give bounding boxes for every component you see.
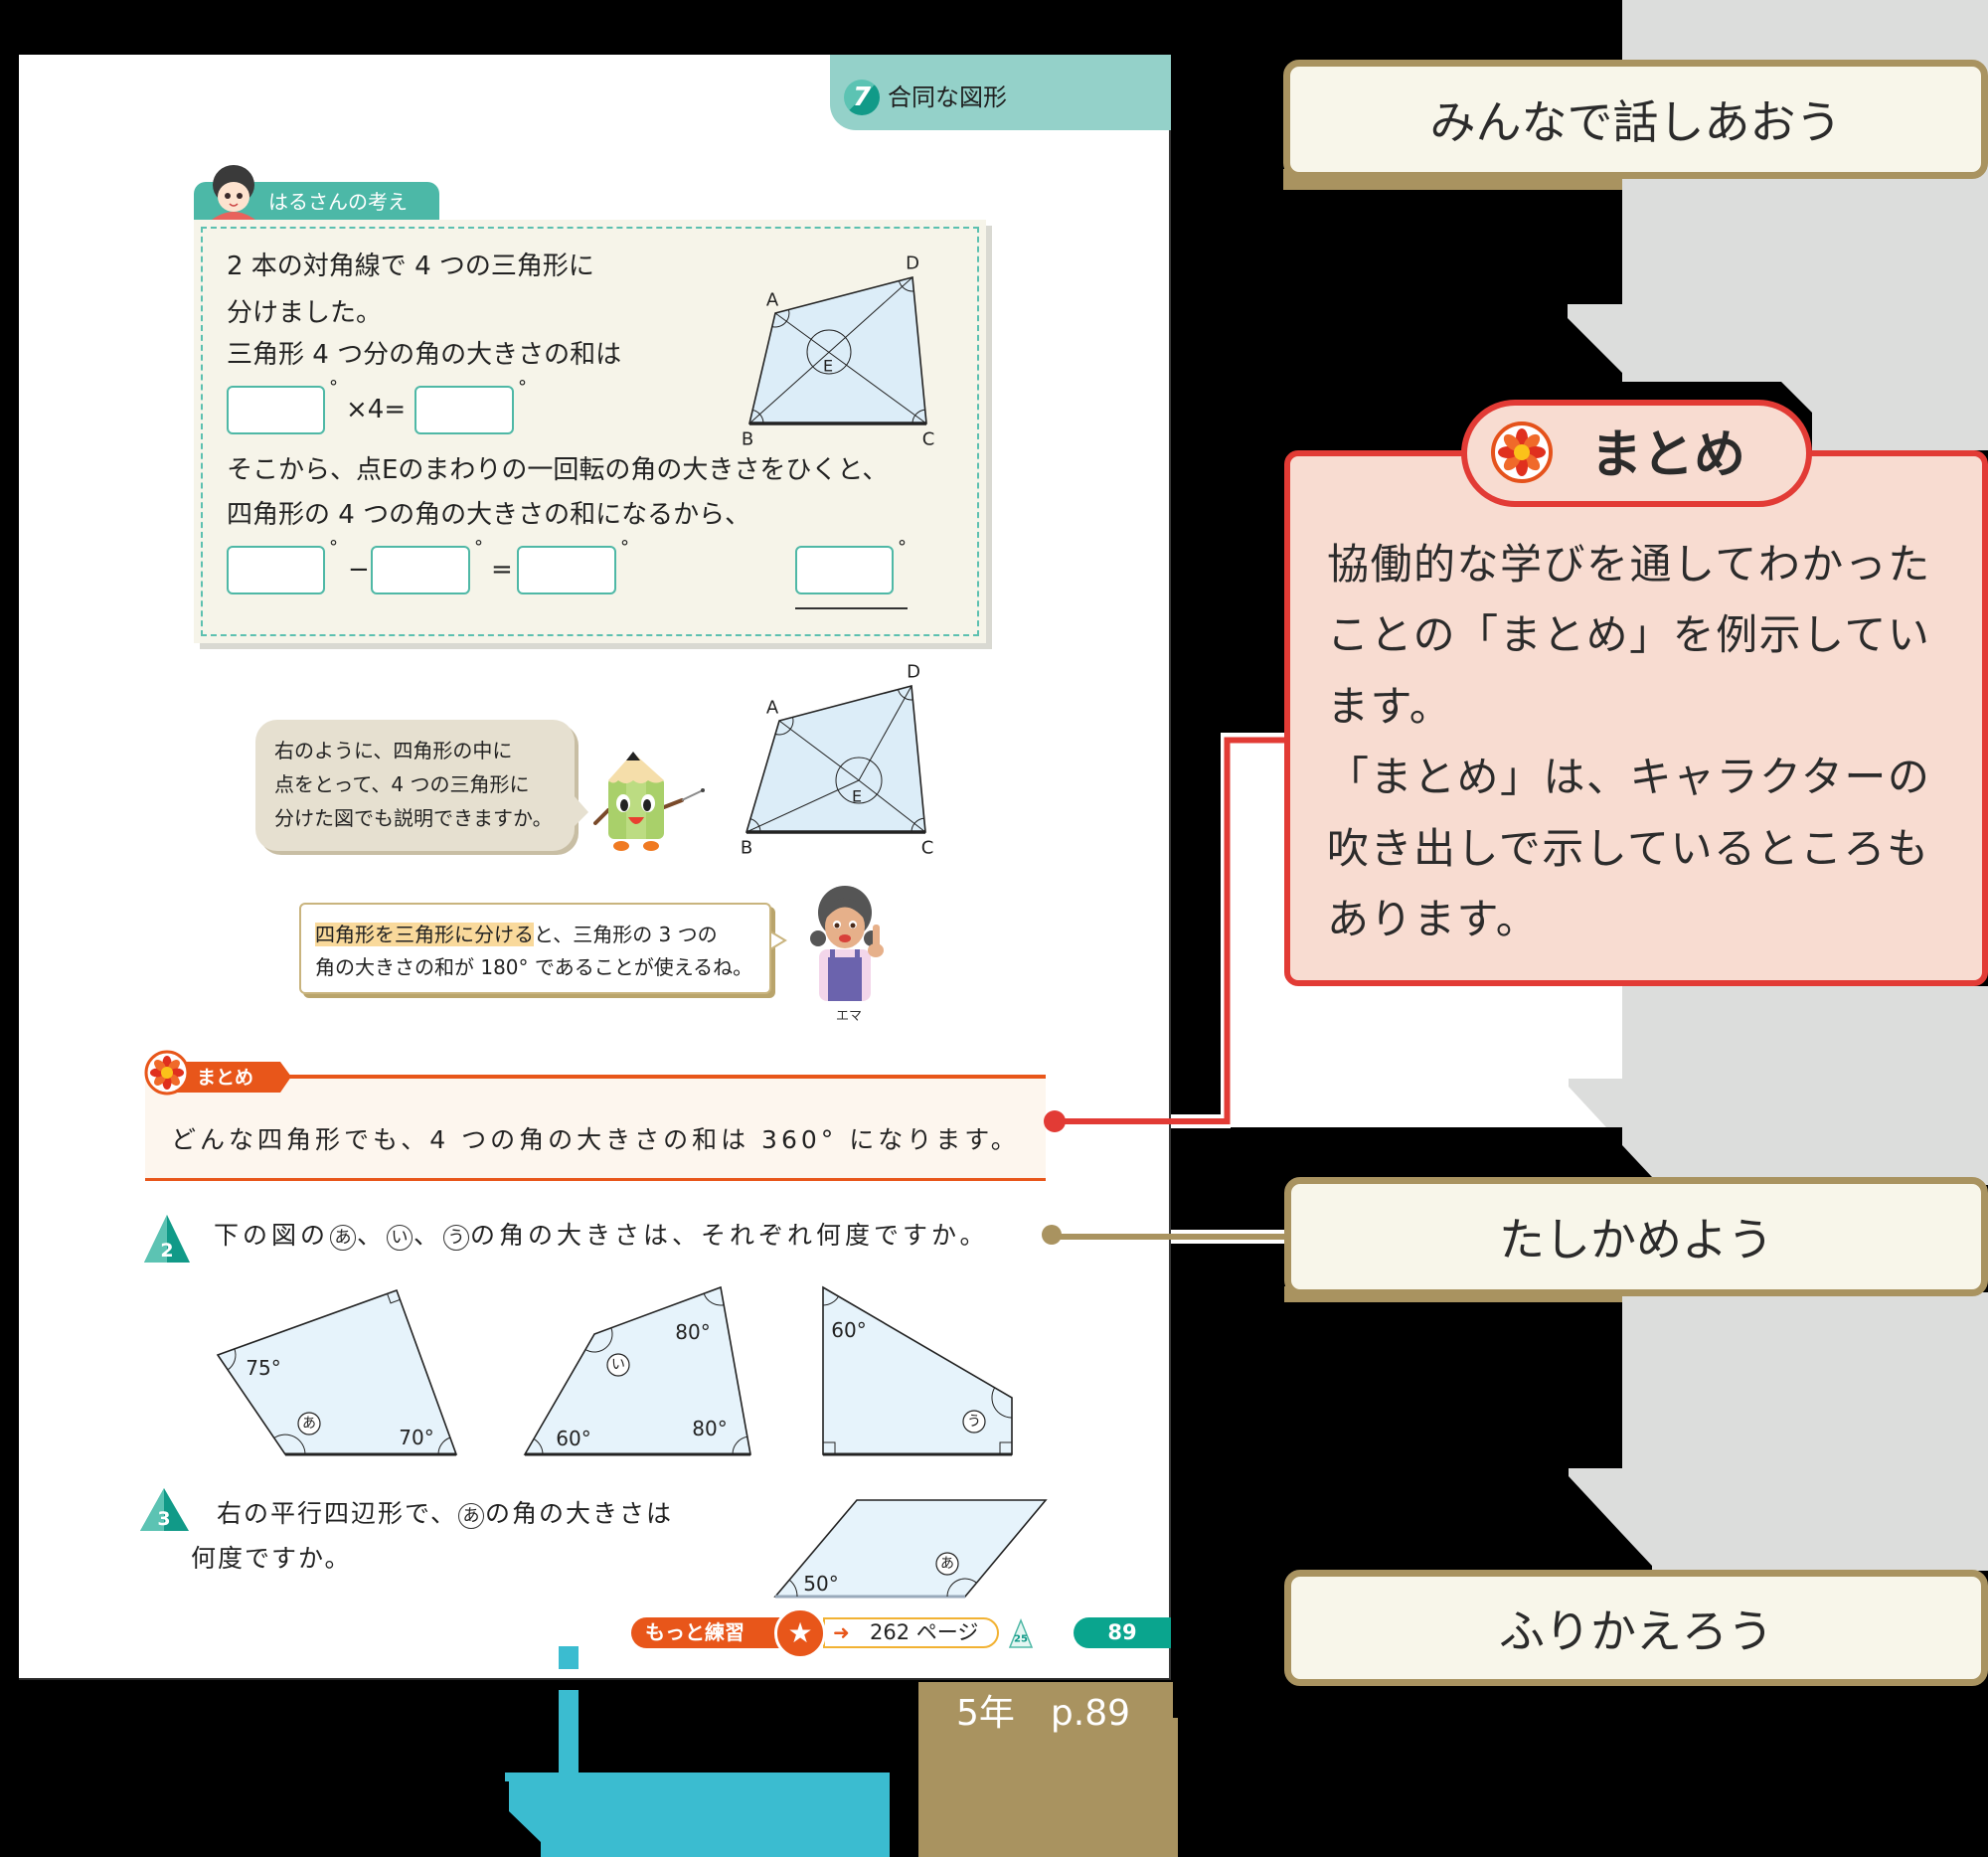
page-ref-text[interactable]: 262 ページ bbox=[870, 1620, 979, 1644]
label-check: たしかめよう bbox=[1284, 1177, 1988, 1296]
haru-idea-tab-label: はるさんの考え bbox=[268, 190, 408, 214]
callout-line: 「まとめ」は、キャラクターの bbox=[1327, 753, 1931, 802]
degree-mark: ° bbox=[620, 537, 629, 558]
times-four-operator: ×4= bbox=[346, 395, 407, 424]
bubble-text: と、三角形の 3 つの bbox=[534, 923, 718, 946]
answer-underline bbox=[795, 607, 908, 609]
bubble-line: 角の大きさの和が 180° であることが使えるね。 bbox=[315, 955, 753, 979]
label-reflect: ふりかえろう bbox=[1284, 1570, 1988, 1686]
idea-line-1: 2 本の対角線で 4 つの三角形に bbox=[227, 252, 594, 281]
circled-label: あ bbox=[330, 1225, 357, 1251]
final-answer-box[interactable] bbox=[795, 546, 894, 594]
text-part: の角の大きさは、それぞれ何度ですか。 bbox=[470, 1221, 989, 1250]
text-part: 、 bbox=[414, 1221, 443, 1250]
callout-line: 協働的な学びを通してわかった bbox=[1327, 540, 1931, 589]
label-discuss-text: みんなで話しあおう bbox=[1429, 95, 1842, 149]
summary-top-rule bbox=[289, 1075, 1046, 1079]
emma-speech-bubble bbox=[299, 903, 771, 994]
callout-line: あります。 bbox=[1327, 895, 1540, 944]
circled-label: あ bbox=[458, 1503, 485, 1529]
pencil-speech-bubble bbox=[255, 720, 575, 851]
answer-box[interactable] bbox=[227, 546, 325, 594]
flower-icon bbox=[1491, 422, 1553, 483]
bubble-line: 点をとって、4 つの三角形に bbox=[274, 772, 530, 796]
problem-3-text-line-1: 右の平行四辺形で、あの角の大きさは bbox=[217, 1498, 673, 1530]
idea-line-5: 四角形の 4 つの角の大きさの和になるから、 bbox=[227, 500, 751, 530]
emma-name-label: エマ bbox=[836, 1009, 863, 1024]
text-part: の角の大きさは bbox=[485, 1499, 674, 1528]
bubble-line: 分けた図でも説明できますか。 bbox=[274, 806, 553, 830]
answer-box[interactable] bbox=[371, 546, 470, 594]
page-reference-tag-edge bbox=[1173, 1718, 1178, 1857]
summary-box bbox=[145, 1077, 1046, 1180]
degree-mark: ° bbox=[329, 537, 338, 558]
flow-arrow-2 bbox=[1569, 986, 1988, 1185]
label-discuss: みんなで話しあおう bbox=[1283, 60, 1988, 179]
haru-idea-dashed-border bbox=[201, 227, 979, 636]
label-check-text: たしかめよう bbox=[1499, 1213, 1773, 1266]
summary-callout-title: まとめ bbox=[1590, 425, 1746, 485]
label-reflect-text: ふりかえろう bbox=[1499, 1604, 1773, 1658]
chapter-header bbox=[830, 55, 1171, 130]
answer-box[interactable] bbox=[227, 386, 325, 434]
callout-line: ます。 bbox=[1327, 681, 1453, 731]
flow-arrow-3 bbox=[1569, 1292, 1988, 1571]
chapter-title: 合同な図形 bbox=[888, 84, 1007, 111]
degree-mark: ° bbox=[329, 377, 338, 398]
minus-operator: − bbox=[348, 555, 370, 585]
text-part: 、 bbox=[357, 1221, 387, 1250]
summary-text: どんな四角形でも、4 つの角の大きさの和は 360° になります。 bbox=[171, 1125, 1020, 1154]
emma-speech-text: 四角形を三角形に分けると、三角形の 3 つの 角の大きさの和が 180° である… bbox=[315, 919, 752, 984]
callout-line: 吹き出しで示しているところも bbox=[1327, 823, 1930, 873]
page-number: 89 bbox=[1074, 1617, 1171, 1648]
answer-box[interactable] bbox=[414, 386, 514, 434]
arrow-right-icon: ➜ bbox=[833, 1620, 850, 1644]
connector-halo bbox=[1171, 1114, 1231, 1128]
text-part: 下の図の bbox=[214, 1221, 330, 1250]
connector-halo bbox=[1171, 1230, 1284, 1244]
circled-label: う bbox=[443, 1225, 470, 1251]
circled-label: い bbox=[387, 1225, 414, 1251]
more-practice-button[interactable]: もっと練習 bbox=[631, 1617, 782, 1648]
problem-2-text: 下の図のあ、い、うの角の大きさは、それぞれ何度ですか。 bbox=[214, 1220, 989, 1252]
page-reference-tag bbox=[918, 1682, 1173, 1857]
equals-operator: = bbox=[491, 555, 513, 585]
chapter-number-badge: 7 bbox=[844, 80, 880, 115]
degree-mark: ° bbox=[518, 377, 527, 398]
summary-callout-text: 協働的な学びを通してわかった ことの「まとめ」を例示してい ます。 「まとめ」は… bbox=[1327, 529, 1931, 954]
answer-box[interactable] bbox=[517, 546, 616, 594]
page-reference-text: 5年 p.89 bbox=[956, 1693, 1131, 1734]
star-icon: ★ bbox=[774, 1607, 826, 1659]
summary-bottom-rule bbox=[145, 1178, 1046, 1181]
problem-3-text-line-2: 何度ですか。 bbox=[191, 1544, 352, 1573]
bubble-line: 右のように、四角形の中に bbox=[274, 739, 513, 762]
text-part: 右の平行四辺形で、 bbox=[217, 1499, 458, 1528]
callout-line: ことの「まとめ」を例示してい bbox=[1327, 610, 1931, 660]
pencil-speech-text: 右のように、四角形の中に 点をとって、4 つの三角形に 分けた図でも説明できます… bbox=[274, 734, 553, 835]
idea-line-2: 分けました。 bbox=[227, 298, 383, 328]
degree-mark: ° bbox=[474, 537, 483, 558]
degree-mark: ° bbox=[898, 537, 907, 558]
idea-line-4: そこから、点Eのまわりの一回転の角の大きさをひくと、 bbox=[227, 455, 889, 485]
idea-line-3: 三角形 4 つ分の角の大きさの和は bbox=[227, 340, 622, 370]
highlighted-phrase: 四角形を三角形に分ける bbox=[315, 923, 534, 946]
